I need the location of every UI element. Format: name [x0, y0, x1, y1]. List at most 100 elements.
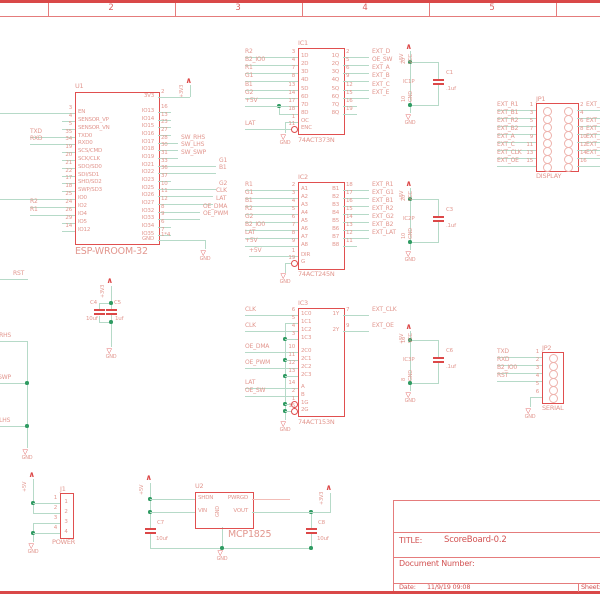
- pin-circle[interactable]: [548, 393, 558, 403]
- net-label[interactable]: EXT_OE: [497, 157, 519, 164]
- net-label[interactable]: OE_DMA: [203, 203, 228, 210]
- capacitor-plate[interactable]: [305, 532, 317, 534]
- value-label[interactable]: 74ACT373N: [298, 136, 335, 144]
- pin-circle[interactable]: [563, 162, 573, 172]
- net-label[interactable]: R1: [245, 64, 253, 71]
- net-label[interactable]: EXT_A: [497, 133, 515, 140]
- net-label[interactable]: SW_SWP: [0, 374, 11, 381]
- net-label[interactable]: EXT_G2: [586, 117, 600, 124]
- component-box-ic3[interactable]: [298, 308, 345, 417]
- net-label[interactable]: EXT_R2: [372, 205, 394, 212]
- ref-label[interactable]: IC3: [298, 299, 308, 307]
- net-label[interactable]: EXT_B: [586, 133, 600, 140]
- value-label[interactable]: 74ACT245N: [298, 270, 335, 278]
- net-label[interactable]: R2: [245, 205, 253, 212]
- net-label[interactable]: EXT_A: [372, 64, 390, 71]
- net-label[interactable]: RST: [497, 372, 509, 379]
- net-label[interactable]: EXT_B1: [372, 197, 394, 204]
- ref-label[interactable]: U2: [195, 482, 204, 490]
- net-label[interactable]: TXD: [497, 348, 509, 355]
- capacitor-plate[interactable]: [305, 528, 317, 530]
- net-label[interactable]: SW_RHS: [0, 332, 12, 339]
- value-label[interactable]: MCP1825: [228, 529, 272, 540]
- component-box-jp1[interactable]: [536, 103, 579, 172]
- net-label[interactable]: EXT_G1: [372, 189, 394, 196]
- capacitor-plate[interactable]: [432, 361, 444, 363]
- net-label[interactable]: LAT: [245, 379, 256, 386]
- net-label[interactable]: EXT_E: [586, 125, 600, 132]
- capacitor-plate[interactable]: [105, 313, 117, 315]
- net-label[interactable]: EXT_B1: [497, 109, 519, 116]
- net-label[interactable]: SW_LHS: [0, 417, 11, 424]
- ref-label[interactable]: IC2: [298, 173, 308, 181]
- net-label[interactable]: TXD: [30, 128, 42, 135]
- net-label[interactable]: EXT_LAT: [586, 149, 600, 156]
- net-label[interactable]: OE_PWM: [245, 359, 271, 366]
- net-label[interactable]: B2_IO0: [245, 221, 266, 228]
- net-label[interactable]: RST: [13, 270, 25, 277]
- net-label[interactable]: R1: [30, 206, 38, 213]
- net-label[interactable]: EXT_R1: [497, 101, 519, 108]
- net-label[interactable]: EXT_B: [372, 72, 390, 79]
- net-label[interactable]: G1: [245, 72, 254, 79]
- net-label[interactable]: EXT_C: [372, 81, 390, 88]
- net-label[interactable]: G2: [245, 213, 254, 220]
- component-box-u1[interactable]: [75, 92, 160, 245]
- net-label[interactable]: B1: [245, 197, 253, 204]
- net-label[interactable]: CLK: [245, 322, 256, 329]
- net-label[interactable]: OE_PWM: [203, 210, 229, 217]
- capacitor-plate[interactable]: [105, 309, 117, 311]
- capacitor-plate[interactable]: [144, 532, 156, 534]
- net-label[interactable]: RXD: [30, 135, 43, 142]
- net-label[interactable]: EXT_LAT: [372, 229, 396, 236]
- capacitor-plate[interactable]: [432, 357, 444, 359]
- net-label[interactable]: G1: [219, 157, 228, 164]
- component-box-jp2[interactable]: [542, 352, 564, 404]
- net-label[interactable]: LAT: [245, 120, 256, 127]
- net-label[interactable]: EXT_D: [586, 141, 600, 148]
- component-box-j1[interactable]: [60, 493, 74, 539]
- net-label[interactable]: R2: [30, 198, 38, 205]
- ref-label[interactable]: JP2: [542, 344, 552, 352]
- pin-circle[interactable]: [542, 162, 552, 172]
- net-label[interactable]: CLK: [216, 187, 227, 194]
- ref-label[interactable]: IC1: [298, 39, 308, 47]
- net-label[interactable]: RXD: [497, 356, 510, 363]
- net-label[interactable]: R2: [245, 48, 253, 55]
- capacitor-plate[interactable]: [432, 216, 444, 218]
- net-label[interactable]: B1: [219, 164, 227, 171]
- net-label[interactable]: EXT_OE: [372, 322, 394, 329]
- component-box-ic2[interactable]: [298, 182, 345, 270]
- capacitor-plate[interactable]: [93, 313, 105, 315]
- value-label[interactable]: SERIAL: [542, 404, 564, 412]
- net-label[interactable]: +5V: [249, 247, 262, 254]
- net-label[interactable]: +5V: [245, 97, 258, 104]
- capacitor-plate[interactable]: [432, 220, 444, 222]
- net-label[interactable]: EXT_B2: [372, 221, 394, 228]
- net-label[interactable]: EXT_E: [372, 89, 390, 96]
- net-label[interactable]: +5V: [245, 237, 258, 244]
- capacitor-plate[interactable]: [144, 528, 156, 530]
- net-label[interactable]: B1: [245, 81, 253, 88]
- ref-label[interactable]: JP1: [536, 95, 546, 103]
- value-label[interactable]: ESP-WROOM-32: [75, 246, 148, 257]
- net-label[interactable]: SW_LHS: [181, 141, 205, 148]
- net-label[interactable]: LAT: [245, 229, 256, 236]
- capacitor-plate[interactable]: [432, 79, 444, 81]
- net-label[interactable]: G2: [219, 180, 228, 187]
- value-label[interactable]: POWER: [52, 538, 76, 546]
- value-label[interactable]: DISPLAY: [536, 172, 562, 180]
- net-label[interactable]: OE_DMA: [245, 343, 270, 350]
- net-label[interactable]: G2: [245, 89, 254, 96]
- net-label[interactable]: SW_SWP: [181, 149, 206, 156]
- net-label[interactable]: G1: [245, 189, 254, 196]
- net-label[interactable]: EXT_B2: [497, 125, 519, 132]
- net-label[interactable]: EXT_R2: [497, 117, 519, 124]
- net-label[interactable]: EXT_CLK: [497, 149, 522, 156]
- net-label[interactable]: LAT: [216, 195, 227, 202]
- net-label[interactable]: B2_IO0: [245, 56, 266, 63]
- net-label[interactable]: EXT_G2: [372, 213, 394, 220]
- component-box-u2[interactable]: [195, 492, 254, 529]
- net-label[interactable]: EXT_C: [497, 141, 515, 148]
- net-label[interactable]: R1: [245, 181, 253, 188]
